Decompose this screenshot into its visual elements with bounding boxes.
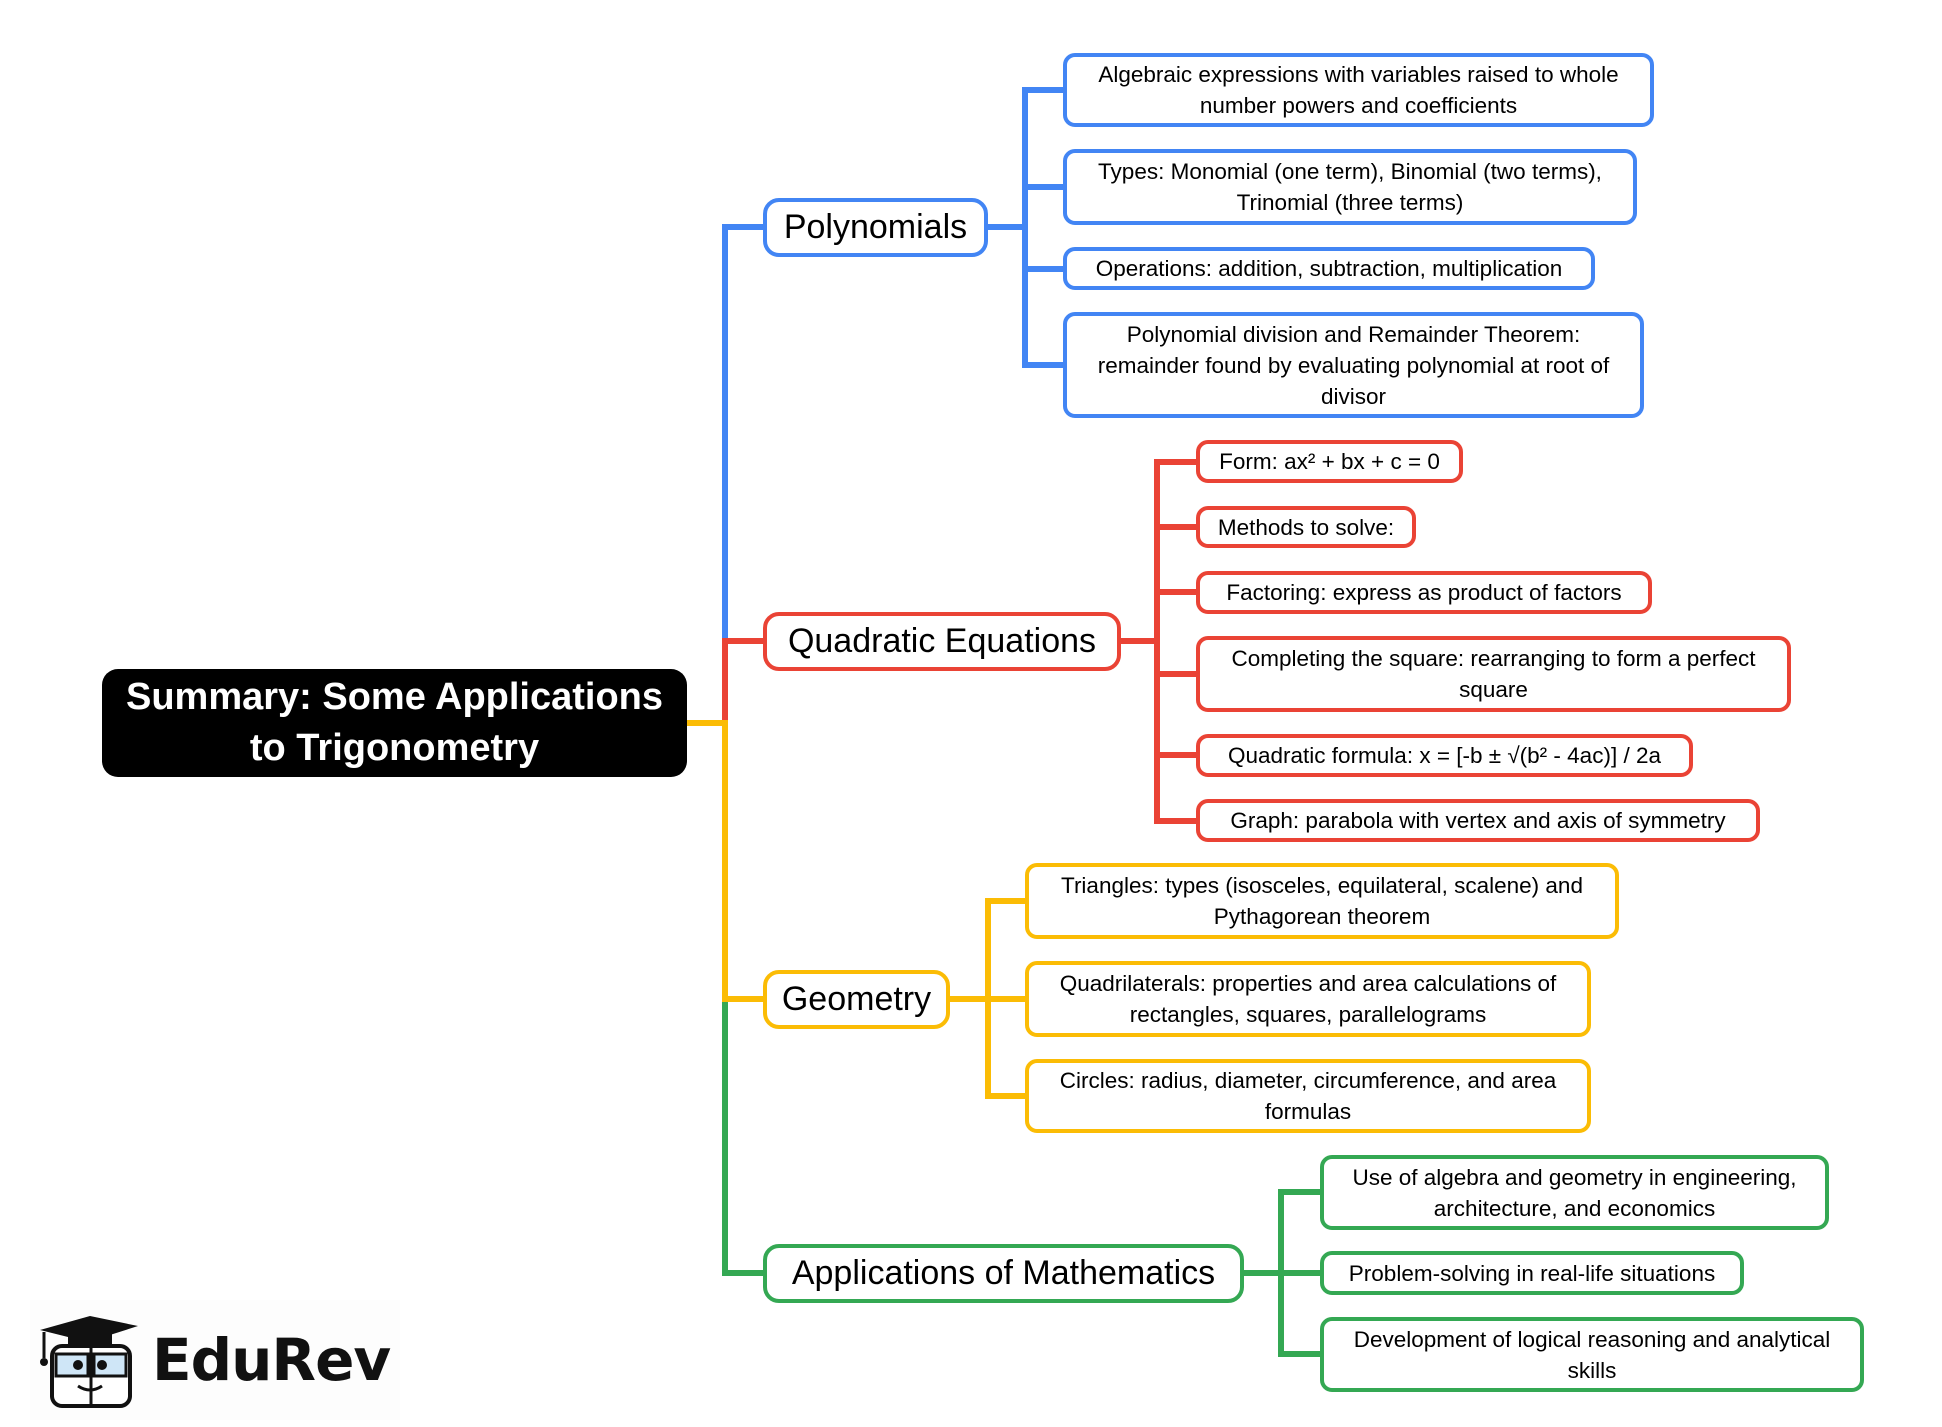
leaf-node[interactable]: Algebraic expressions with variables rai… [1063,53,1654,127]
leaf-node[interactable]: Completing the square: rearranging to fo… [1196,636,1791,712]
branch-polynomials[interactable]: Polynomials [763,198,988,257]
leaf-text: Polynomial division and Remainder Theore… [1097,321,1610,409]
leaf-node[interactable]: Quadrilaterals: properties and area calc… [1025,961,1591,1037]
leaf-text: Methods to solve: [1217,514,1395,540]
root-title-line1: Summary: Some Applications [125,676,664,718]
leaf-text: Problem-solving in real-life situations [1348,1260,1716,1286]
root-title-line2: to Trigonometry [249,727,540,769]
leaf-text: Types: Monomial (one term), Binomial (tw… [1098,159,1602,215]
branch-label: Applications of Mathematics [791,1254,1216,1292]
branch-label: Quadratic Equations [787,622,1097,660]
leaf-node[interactable]: Form: ax² + bx + c = 0 [1196,440,1463,483]
leaf-text: Use of algebra and geometry in engineeri… [1352,1164,1797,1221]
leaf-node[interactable]: Problem-solving in real-life situations [1320,1251,1744,1295]
leaf-node[interactable]: Development of logical reasoning and ana… [1320,1317,1864,1392]
graduate-mascot-icon [40,1316,138,1408]
leaf-node[interactable]: Polynomial division and Remainder Theore… [1063,312,1644,418]
edurev-logo: EduRev [30,1300,400,1420]
leaf-node[interactable]: Circles: radius, diameter, circumference… [1025,1059,1591,1133]
leaf-text: Quadrilaterals: properties and area calc… [1059,971,1557,1027]
leaf-text: Triangles: types (isosceles, equilateral… [1061,873,1583,929]
leaf-text: Algebraic expressions with variables rai… [1098,62,1619,118]
leaf-node[interactable]: Triangles: types (isosceles, equilateral… [1025,863,1619,939]
logo-text: EduRev [152,1326,391,1394]
leaf-node[interactable]: Graph: parabola with vertex and axis of … [1196,799,1760,842]
leaf-text: Graph: parabola with vertex and axis of … [1230,808,1726,833]
leaf-node[interactable]: Use of algebra and geometry in engineeri… [1320,1155,1829,1230]
leaf-text: Form: ax² + bx + c = 0 [1219,449,1440,474]
branch-label: Polynomials [783,208,968,246]
leaf-text: Operations: addition, subtraction, multi… [1095,256,1563,281]
leaf-node[interactable]: Types: Monomial (one term), Binomial (tw… [1063,149,1637,225]
leaf-text: Completing the square: rearranging to fo… [1231,646,1756,702]
leaf-text: Quadratic formula: x = [-b ± √(b² - 4ac)… [1228,743,1661,768]
root-node: Summary: Some Applications to Trigonomet… [102,669,687,777]
leaf-text: Circles: radius, diameter, circumference… [1059,1068,1557,1124]
leaf-node[interactable]: Methods to solve: [1196,506,1416,548]
leaf-node[interactable]: Quadratic formula: x = [-b ± √(b² - 4ac)… [1196,734,1693,777]
leaf-text: Development of logical reasoning and ana… [1353,1326,1831,1383]
leaf-node[interactable]: Operations: addition, subtraction, multi… [1063,247,1595,290]
leaf-text: Factoring: express as product of factors [1226,580,1622,605]
leaf-node[interactable]: Factoring: express as product of factors [1196,571,1652,614]
branch-quadratic-equations[interactable]: Quadratic Equations [763,612,1121,671]
branch-label: Geometry [781,980,932,1018]
branch-geometry[interactable]: Geometry [763,970,950,1029]
branch-applications-of-mathematics[interactable]: Applications of Mathematics [763,1244,1244,1303]
